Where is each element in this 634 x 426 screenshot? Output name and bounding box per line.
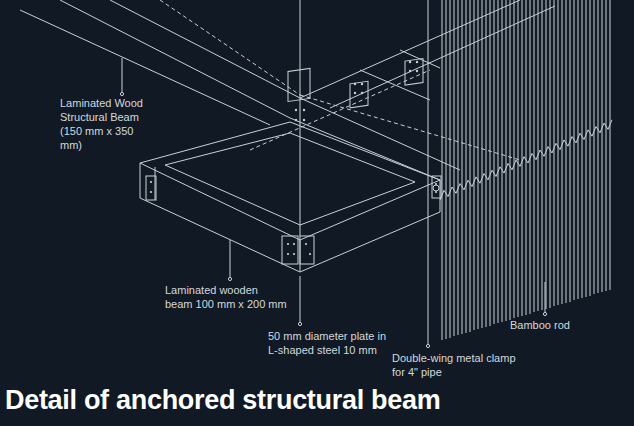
title: Detail of anchored structural beam <box>5 384 440 416</box>
part-label: Bamboo rod <box>510 318 600 332</box>
beam-dimension-label: Laminated Wood Structural Beam (150 mm x… <box>60 96 156 152</box>
plate-label: 50 mm diameter plate in L-shaped steel 1… <box>268 329 394 357</box>
clamp-label: Double-wing metal clamp for 4" pipe <box>392 351 520 379</box>
beam-dimension-label: Laminated wooden beam 100 mm x 200 mm <box>165 283 287 311</box>
